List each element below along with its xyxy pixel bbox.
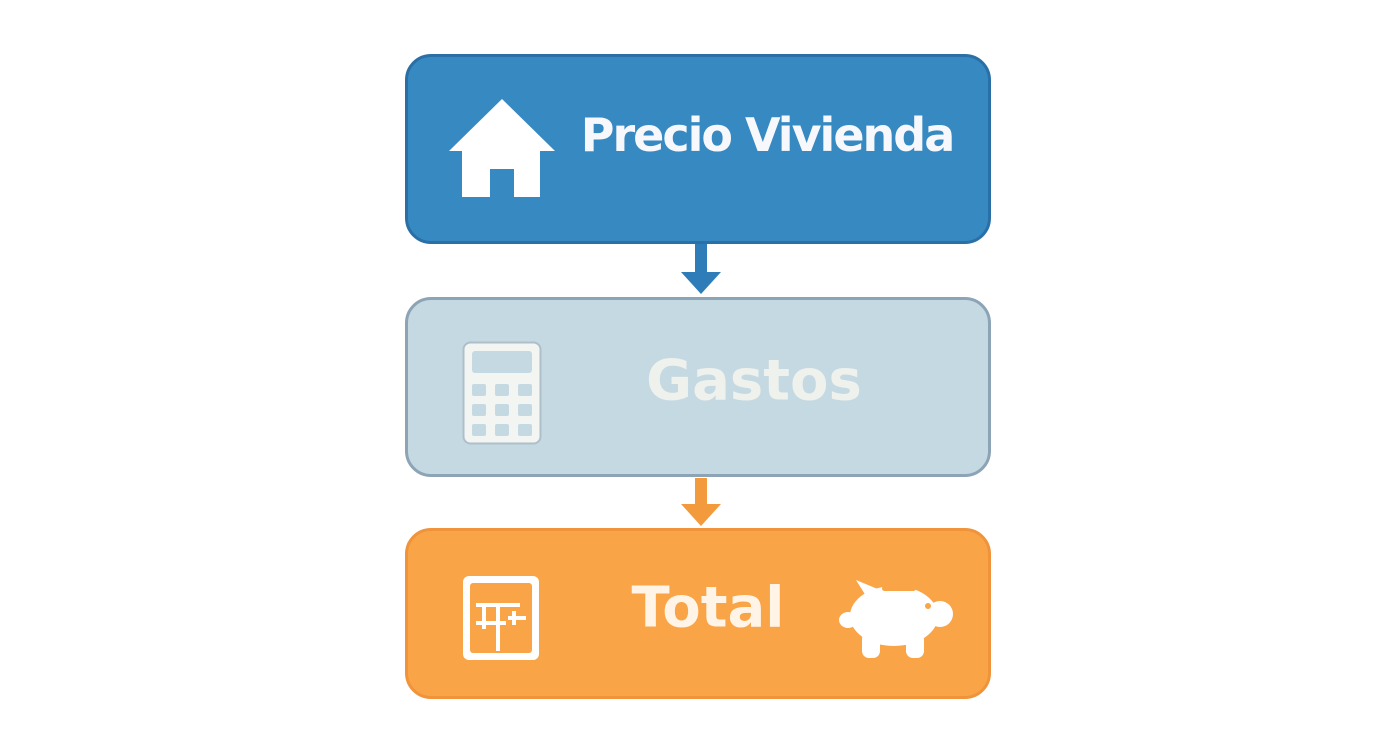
step-expenses-label: Gastos — [646, 348, 862, 414]
arrow-down-icon — [681, 478, 721, 526]
step-price-label: Precio Vivienda — [580, 108, 955, 162]
arrow-down-icon — [681, 244, 721, 294]
calculator-icon — [462, 341, 542, 445]
house-icon — [449, 99, 555, 197]
piggy-bank-icon — [839, 580, 953, 658]
calculator-icon — [463, 576, 539, 660]
step-total-label: Total — [631, 575, 785, 641]
